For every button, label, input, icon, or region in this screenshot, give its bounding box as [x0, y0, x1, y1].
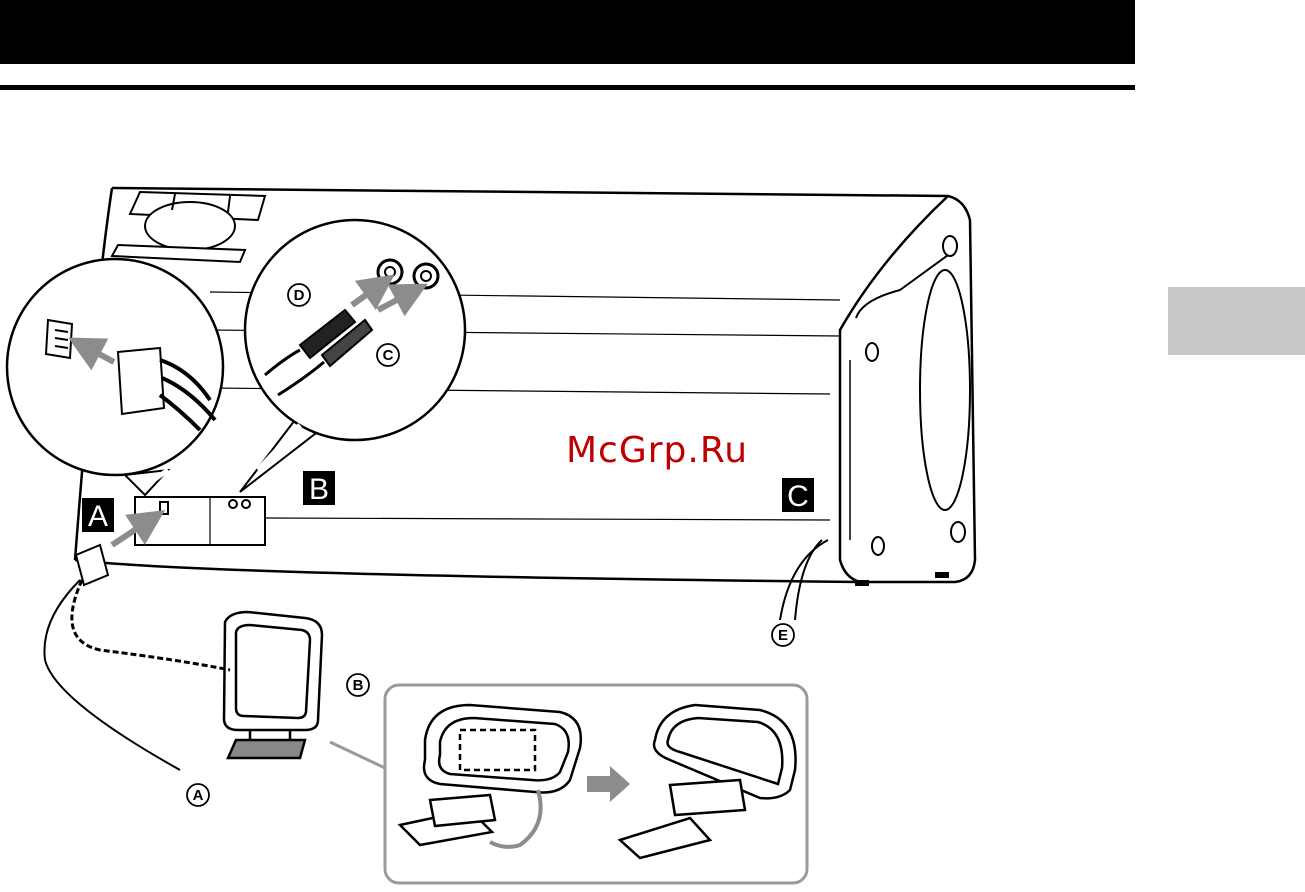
unit-feet: [855, 572, 949, 586]
side-panel-feet: [866, 236, 970, 555]
power-cord-inner: [795, 540, 822, 620]
svg-text:B: B: [353, 677, 364, 694]
label-b: B: [303, 471, 335, 506]
svg-text:A: A: [193, 787, 204, 804]
callout-e: E: [772, 624, 794, 646]
svg-text:C: C: [787, 480, 809, 513]
loop-antenna: [224, 612, 322, 758]
callout-a: A: [187, 784, 209, 806]
svg-text:B: B: [309, 473, 329, 506]
detail-panel: [330, 685, 807, 883]
callout-c: C: [377, 344, 399, 366]
svg-text:A: A: [88, 500, 108, 533]
zoom-circle-antenna: [7, 259, 223, 495]
connection-panel: [135, 497, 265, 545]
callout-d: D: [288, 284, 310, 306]
callout-b: B: [347, 674, 369, 696]
top-controls: [112, 192, 265, 262]
label-c: C: [782, 478, 814, 513]
svg-text:D: D: [294, 287, 305, 304]
svg-text:C: C: [383, 347, 394, 364]
zoom-circle-audio: [240, 220, 465, 492]
svg-text:E: E: [778, 627, 788, 644]
watermark-text: McGrp.Ru: [566, 430, 748, 471]
label-a: A: [82, 498, 114, 533]
antenna-cable: [44, 545, 230, 770]
